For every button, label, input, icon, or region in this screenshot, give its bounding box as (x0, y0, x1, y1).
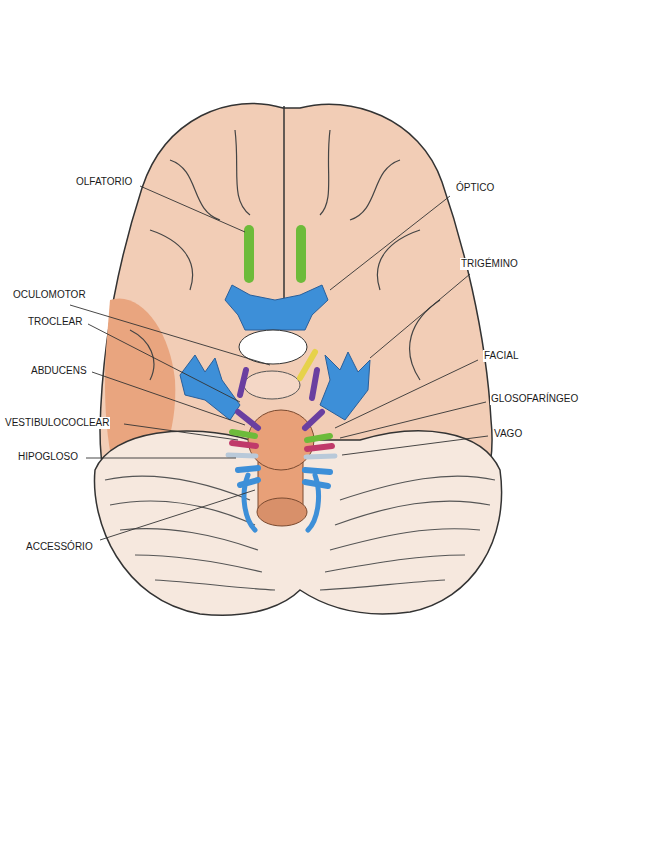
nerve-label: VAGO (493, 428, 523, 440)
nerve-label: ACCESSÓRIO (25, 541, 94, 553)
nerve-label: OCULOMOTOR (12, 289, 87, 301)
nerve-label: VESTIBULOCOCLEAR (4, 417, 110, 429)
nerve-label: FACIAL (483, 350, 519, 362)
nerve-label: ABDUCENS (30, 365, 88, 377)
nerve-label: GLOSOFARÍNGEO (490, 393, 579, 405)
nerve-label: OLFATORIO (75, 176, 133, 188)
nerve-label: ÓPTICO (455, 182, 495, 194)
nerve-label: TROCLEAR (27, 316, 83, 328)
leader-lines (70, 186, 488, 540)
nerve-label: HIPOGLOSO (17, 451, 79, 463)
nerve-label: TRIGÉMINO (460, 258, 519, 270)
